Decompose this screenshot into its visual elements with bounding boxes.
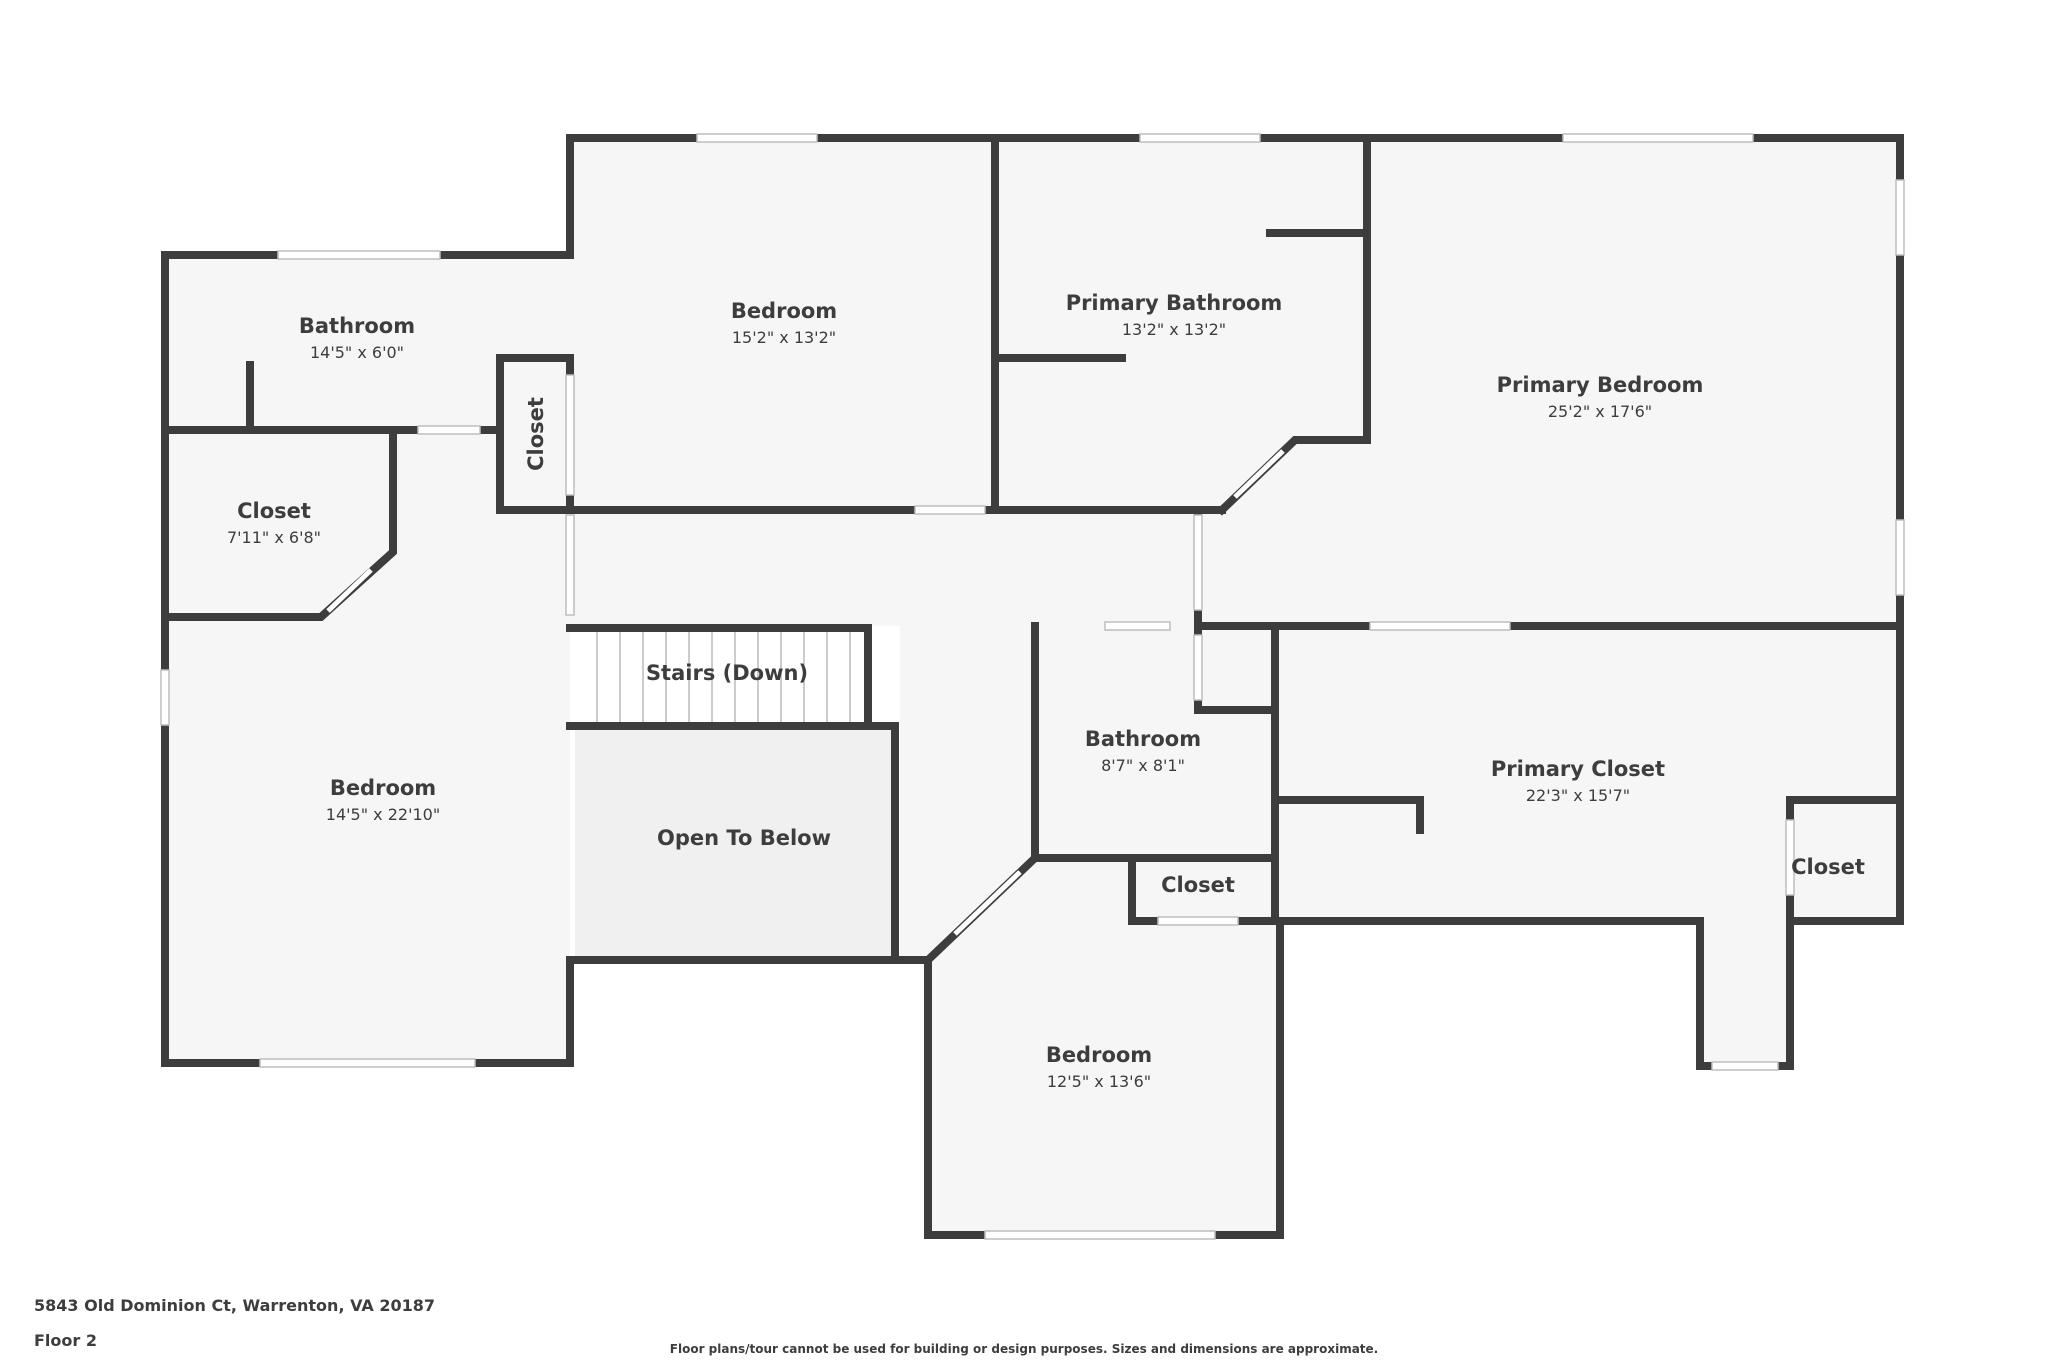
room-dimensions: 7'11" x 6'8" xyxy=(227,528,321,547)
room-name: Bedroom xyxy=(1046,1043,1152,1067)
room-dimensions: 8'7" x 8'1" xyxy=(1101,756,1185,775)
room-name: Bathroom xyxy=(299,314,415,338)
room-labels: Bathroom 14'5" x 6'0" Closet 7'11" x 6'8… xyxy=(227,291,1865,1091)
room-name: Primary Bedroom xyxy=(1497,373,1704,397)
room-dimensions: 13'2" x 13'2" xyxy=(1122,320,1226,339)
room-name: Primary Bathroom xyxy=(1066,291,1283,315)
room-name: Bathroom xyxy=(1085,727,1201,751)
room-name: Closet xyxy=(1791,855,1865,879)
room-dimensions: 15'2" x 13'2" xyxy=(732,328,836,347)
room-name: Primary Closet xyxy=(1491,757,1665,781)
room-dimensions: 14'5" x 22'10" xyxy=(326,805,440,824)
room-dimensions: 12'5" x 13'6" xyxy=(1047,1072,1151,1091)
room-name: Open To Below xyxy=(657,826,831,850)
disclaimer: Floor plans/tour cannot be used for buil… xyxy=(669,1342,1379,1356)
room-name: Closet xyxy=(524,397,548,471)
stair-treads xyxy=(596,632,851,722)
diagonal-openings xyxy=(326,449,1285,936)
room-name: Bedroom xyxy=(731,299,837,323)
room-dimensions: 25'2" x 17'6" xyxy=(1548,402,1652,421)
openings xyxy=(160,133,1905,1240)
room-dimensions: 22'3" x 15'7" xyxy=(1526,786,1630,805)
room-name: Closet xyxy=(237,499,311,523)
room-name: Bedroom xyxy=(330,776,436,800)
floor-label: Floor 2 xyxy=(34,1331,97,1350)
room-name: Closet xyxy=(1161,873,1235,897)
property-address: 5843 Old Dominion Ct, Warrenton, VA 2018… xyxy=(34,1296,435,1315)
room-name: Stairs (Down) xyxy=(646,661,808,685)
room-dimensions: 14'5" x 6'0" xyxy=(310,343,404,362)
